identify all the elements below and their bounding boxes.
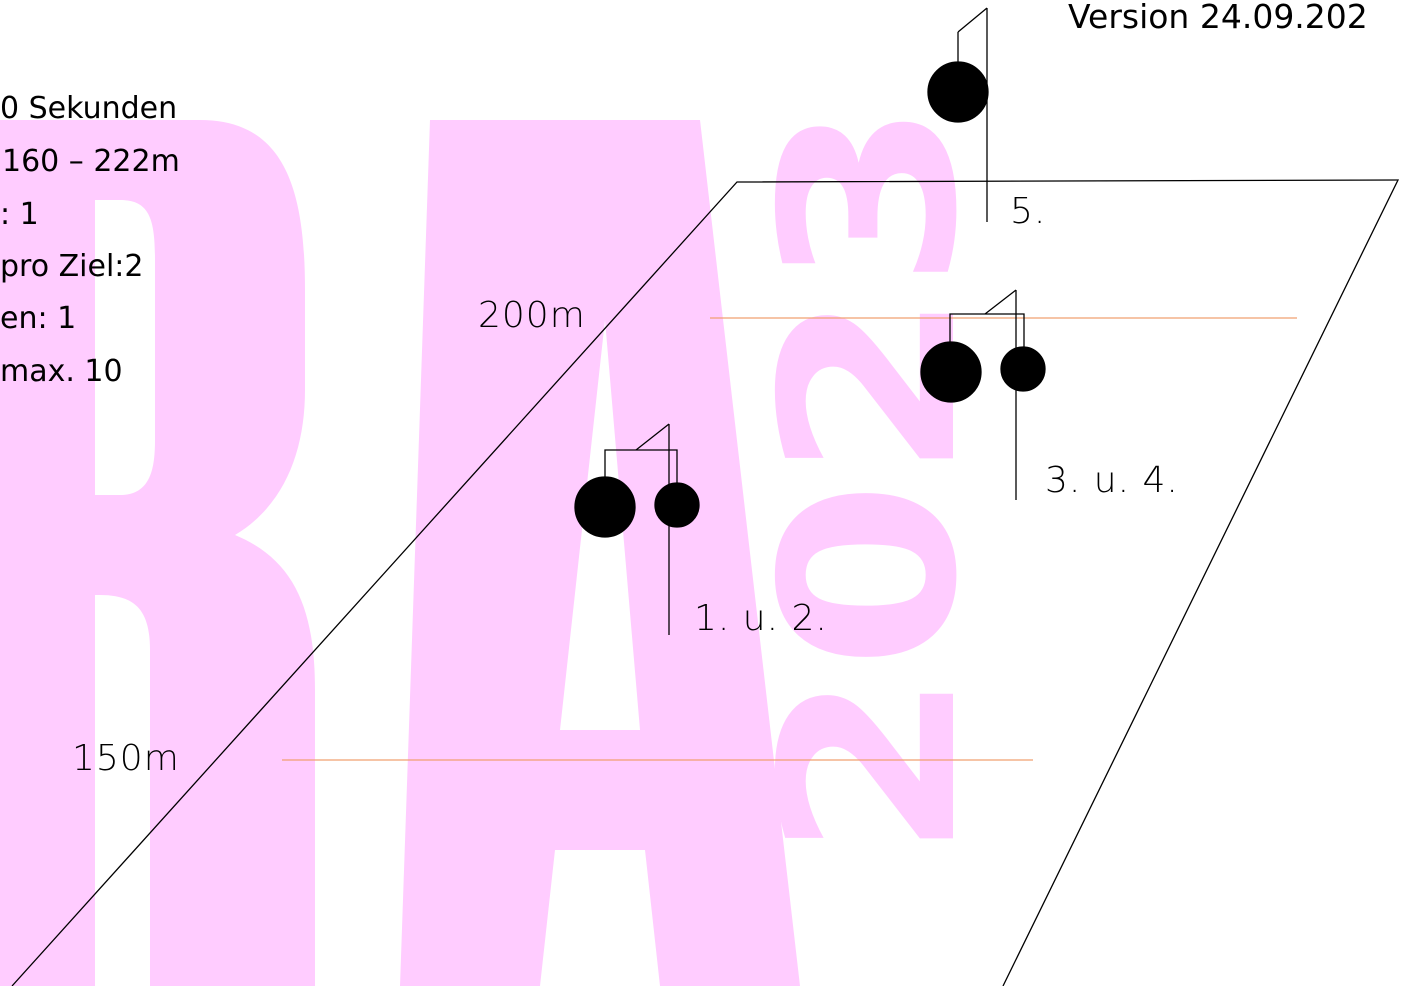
distance-label-200m: 200m (478, 295, 586, 336)
watermark-year: 2023 (730, 100, 1010, 860)
target-large (574, 476, 636, 538)
info-line-1: 0 Sekunden (0, 91, 178, 126)
target-large (927, 61, 989, 123)
target-label-1-2: 1. u. 2. (694, 598, 828, 639)
target-large (920, 341, 982, 403)
target-small (654, 482, 700, 528)
target-group-1 (574, 423, 700, 635)
target-small (1000, 346, 1046, 392)
version-label: Version 24.09.202 (1068, 0, 1368, 36)
target-label-5: 5. (1010, 191, 1047, 232)
info-line-3: : 1 (0, 197, 39, 232)
target-frame (949, 313, 1025, 350)
target-group-2 (920, 289, 1046, 500)
svg-text:2023: 2023 (730, 100, 1010, 860)
target-brace (984, 289, 1017, 315)
info-line-2: 160 – 222m (2, 144, 180, 179)
range-outline (11, 179, 1400, 986)
target-brace (635, 423, 670, 451)
target-brace (957, 7, 988, 33)
info-line-4: pro Ziel:2 (0, 249, 144, 284)
target-frame (604, 449, 678, 492)
watermark-letter-a (400, 120, 800, 986)
target-label-3-4: 3. u. 4. (1045, 460, 1179, 501)
info-line-5: en: 1 (0, 301, 77, 336)
target-group-3 (927, 7, 989, 222)
watermark-letter-r (0, 120, 315, 986)
info-line-6: max. 10 (0, 354, 123, 389)
distance-label-150m: 150m (72, 738, 180, 779)
